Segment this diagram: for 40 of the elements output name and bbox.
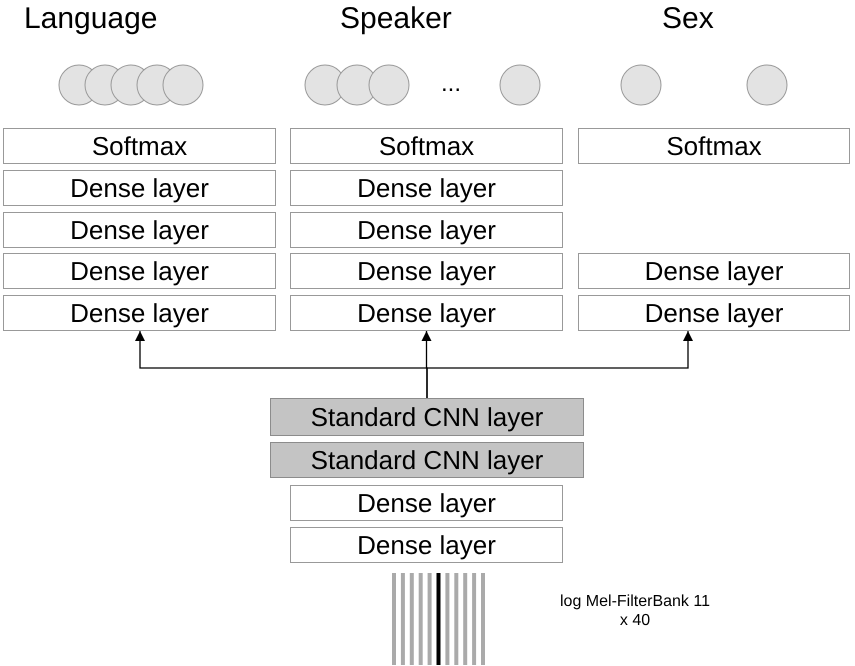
layer-name: Dense layer <box>357 214 496 246</box>
column-heading: Language <box>24 2 158 36</box>
layer-name: Dense layer <box>357 256 496 286</box>
layer-name: Dense layer <box>70 214 209 246</box>
layer-name: Dense layer <box>70 256 209 286</box>
layer-box <box>578 253 850 289</box>
layer-box <box>3 170 276 206</box>
layer-name: Dense layer <box>357 298 496 328</box>
layer-box <box>3 253 276 289</box>
layer-box <box>3 128 276 164</box>
ellipsis: ... <box>441 70 462 98</box>
layer-name: Dense layer <box>357 172 496 204</box>
layer-box <box>290 295 563 331</box>
input-caption: log Mel-FilterBank 11 x 40 <box>560 592 710 630</box>
layer-box <box>578 128 850 164</box>
cnn-layer-box <box>270 442 584 478</box>
layer-box <box>3 295 276 331</box>
column-heading: Speaker <box>340 2 452 36</box>
layer-name: Dense layer <box>357 488 496 518</box>
layer-name: Standard CNN layer <box>310 402 544 432</box>
layer-name: Standard CNN layer <box>310 444 544 476</box>
layer-box <box>290 253 563 289</box>
layer-name: Dense layer <box>644 256 784 286</box>
layer-box <box>290 485 563 521</box>
layer-name: Dense layer <box>644 298 784 328</box>
layer-name: Softmax <box>666 130 762 162</box>
layer-name: Softmax <box>378 130 474 162</box>
layer-name: Softmax <box>92 130 188 162</box>
layer-box <box>3 212 276 248</box>
layer-box <box>290 128 563 164</box>
layer-name: Dense layer <box>357 530 496 560</box>
cnn-layer-box <box>270 398 584 436</box>
arrow <box>426 331 693 398</box>
layer-box <box>290 170 563 206</box>
layer-box <box>290 527 563 563</box>
layer-box <box>290 212 563 248</box>
column-heading: Sex <box>662 2 714 36</box>
layer-box <box>578 295 850 331</box>
layer-name: Dense layer <box>70 298 209 328</box>
layer-name: Dense layer <box>70 172 209 204</box>
